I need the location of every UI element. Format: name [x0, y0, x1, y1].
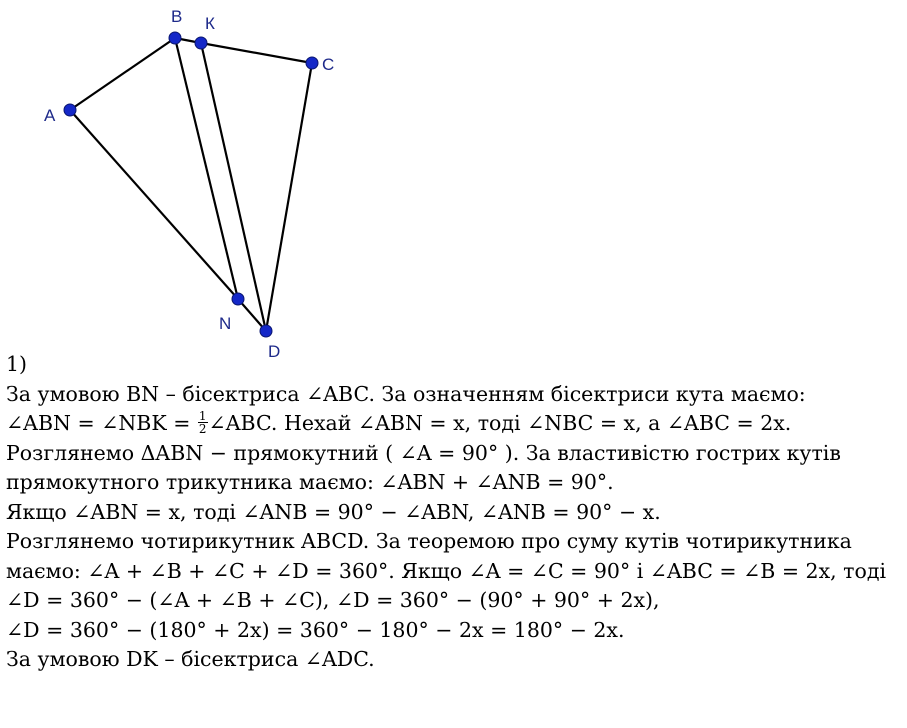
text-line-8: маємо: ∠A + ∠B + ∠C + ∠D = 360°. Якщо ∠A… — [6, 558, 887, 583]
item-number: 1) — [6, 352, 28, 376]
label-A: A — [44, 106, 56, 125]
point-A — [63, 103, 77, 117]
segment-KC — [200, 41, 313, 65]
text-line-11: За умовою DK – бісектриса ∠ADC. — [6, 647, 375, 671]
point-B — [168, 31, 182, 45]
label-K: К — [205, 14, 215, 33]
segment-ND — [237, 298, 267, 332]
point-K — [194, 36, 208, 50]
fraction-denominator: 2 — [198, 422, 207, 436]
geometry-figure: A B К C N D — [44, 7, 334, 360]
text-line-9: ∠D = 360° − (∠A + ∠B + ∠C), ∠D = 360° − … — [6, 588, 660, 612]
segment-CD — [264, 62, 314, 332]
fraction-numerator: 1 — [197, 409, 208, 423]
point-C — [305, 56, 319, 70]
label-D: D — [268, 342, 280, 360]
point-D — [259, 324, 273, 338]
text-line-3-part-b: ∠ABC. Нехай ∠ABN = x, тоді ∠NBC = x, а ∠… — [208, 411, 792, 435]
label-B: B — [171, 7, 182, 26]
segment-AB — [69, 37, 176, 111]
text-line-10: ∠D = 360° − (180° + 2x) = 360° − 180° − … — [6, 617, 625, 642]
point-N — [231, 292, 245, 306]
text-line-2: За умовою BN – бісектриса ∠ABC. За означ… — [6, 381, 806, 406]
solution-text: 1) За умовою BN – бісектриса ∠ABC. За оз… — [6, 350, 906, 675]
text-line-4: Розглянемо ΔABN − прямокутний ( ∠A = 90°… — [6, 440, 841, 465]
text-line-3-part-a: ∠ABN = ∠NBK = — [6, 411, 197, 435]
text-line-5: прямокутного трикутника маємо: ∠ABN + ∠A… — [6, 470, 614, 494]
text-line-7: Розглянемо чотирикутник ABCD. За теоремо… — [6, 529, 852, 553]
label-N: N — [219, 314, 231, 333]
segment-AN — [69, 109, 239, 300]
label-C: C — [322, 55, 334, 74]
text-line-6: Якщо ∠ABN = x, тоді ∠ANB = 90° − ∠ABN, ∠… — [6, 499, 661, 524]
segment-KD — [199, 42, 268, 332]
segment-BN — [173, 37, 240, 300]
